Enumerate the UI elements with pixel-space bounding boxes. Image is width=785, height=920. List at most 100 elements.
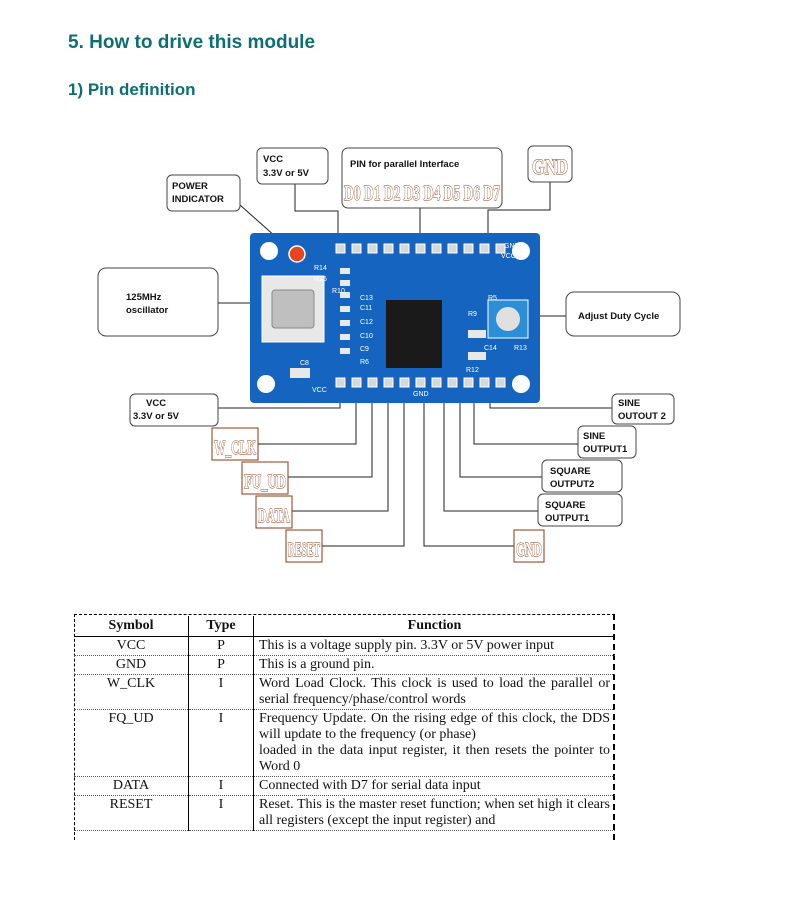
header-pin [368, 244, 377, 253]
header-pin [480, 378, 489, 387]
header-pin [464, 244, 473, 253]
header-pin [384, 244, 393, 253]
label-gnd-top: GND [532, 154, 568, 179]
label-osc-2: oscillator [126, 305, 169, 316]
pcb-silkscreen-label: GND [504, 243, 520, 250]
table-header-row: Symbol Type Function [74, 616, 615, 637]
pcb-silkscreen-label: C9 [360, 346, 369, 353]
pcb-silkscreen-label: R10 [332, 288, 345, 295]
label-w-clk: W_CLK [214, 437, 256, 459]
header-function: Function [254, 616, 616, 637]
header-pin [480, 244, 489, 253]
cell-function: This is a voltage supply pin. 3.3V or 5V… [254, 637, 616, 656]
power-led [289, 246, 305, 262]
header-pin [464, 378, 473, 387]
label-sine1-2: OUTPUT1 [583, 444, 628, 455]
pcb-silkscreen-label: C8 [300, 360, 309, 367]
table-row: VCC P This is a voltage supply pin. 3.3V… [74, 637, 615, 656]
cell-symbol: DATA [74, 777, 189, 796]
label-square2-1: SQUARE [550, 466, 591, 477]
label-vcc-top-2: 3.3V or 5V [263, 168, 310, 179]
label-vcc-top-1: VCC [263, 154, 283, 165]
label-square2-2: OUTPUT2 [550, 479, 594, 490]
label-vcc-left-1: VCC [146, 398, 166, 409]
header-pin [352, 378, 361, 387]
dds-chip [386, 300, 442, 368]
pcb-silkscreen-label: R13 [514, 345, 527, 352]
pcb-silkscreen-label: R9 [468, 311, 477, 318]
pin-diagram: R14R15R10C13C11C12C10C9R6C8VCCGNDR9C14R1… [0, 0, 785, 600]
cell-symbol: W_CLK [74, 675, 189, 710]
header-pin [496, 378, 505, 387]
pcb-silkscreen-label: R12 [466, 367, 479, 374]
header-pin [448, 378, 457, 387]
cell-type: P [189, 637, 254, 656]
cell-function: Connected with D7 for serial data input [254, 777, 616, 796]
table-row: GND P This is a ground pin. [74, 656, 615, 675]
header-pin [448, 244, 457, 253]
header-pin [416, 244, 425, 253]
label-fq-ud: FU_UD [244, 471, 286, 493]
header-pin [432, 244, 441, 253]
header-symbol: Symbol [74, 616, 189, 637]
header-pin [400, 244, 409, 253]
cell-type: I [189, 710, 254, 777]
cell-type: I [189, 777, 254, 796]
bottom-header-pins [336, 378, 505, 387]
pcb-silkscreen-label: C12 [360, 319, 373, 326]
pcb-silkscreen-label: R14 [314, 265, 327, 272]
table-row: RESET I Reset. This is the master reset … [74, 796, 615, 831]
label-reset: RESET [288, 539, 320, 561]
header-pin [352, 244, 361, 253]
header-pin [400, 378, 409, 387]
cell-symbol: GND [74, 656, 189, 675]
cell-function: Reset. This is the master reset function… [254, 796, 616, 831]
header-pin [336, 378, 345, 387]
table-row: FQ_UD I Frequency Update. On the rising … [74, 710, 615, 777]
header-pin [368, 378, 377, 387]
cell-type: I [189, 675, 254, 710]
pcb-silkscreen-label: VCC [312, 387, 327, 394]
pcb-silkscreen-label: C13 [360, 295, 373, 302]
label-data: DATA [258, 505, 290, 527]
cell-symbol: RESET [74, 796, 189, 831]
label-power-1: POWER [172, 181, 208, 192]
table-row: W_CLK I Word Load Clock. This clock is u… [74, 675, 615, 710]
pcb-silkscreen-label: R5 [488, 295, 497, 302]
pcb-silkscreen-label: C10 [360, 333, 373, 340]
header-type: Type [189, 616, 254, 637]
label-gnd-bottom: GND [516, 539, 542, 561]
header-pin [432, 378, 441, 387]
label-vcc-left-2: 3.3V or 5V [133, 411, 180, 422]
label-sine1-1: SINE [583, 431, 605, 442]
label-sine2-1: SINE [618, 398, 640, 409]
cell-symbol: VCC [74, 637, 189, 656]
label-power-2: INDICATOR [172, 194, 224, 205]
cell-type: P [189, 656, 254, 675]
cell-function: This is a ground pin. [254, 656, 616, 675]
header-pin [416, 378, 425, 387]
label-osc-1: 125MHz [126, 292, 162, 303]
table-row: DATA I Connected with D7 for serial data… [74, 777, 615, 796]
label-square1-2: OUTPUT1 [545, 513, 590, 524]
pcb-silkscreen-label: R6 [360, 359, 369, 366]
label-square1-1: SQUARE [545, 500, 586, 511]
top-header-pins [336, 244, 505, 253]
cell-function: Word Load Clock. This clock is used to l… [254, 675, 616, 710]
header-pin [384, 378, 393, 387]
cell-symbol: FQ_UD [74, 710, 189, 777]
pcb-silkscreen-label: R15 [314, 276, 327, 283]
label-sine2-2: OUTOUT 2 [618, 411, 666, 422]
label-adjust: Adjust Duty Cycle [578, 311, 659, 322]
pcb-silkscreen-label: C14 [484, 345, 497, 352]
pcb-silkscreen-label: GND [413, 391, 429, 398]
pcb-silkscreen-label: C11 [360, 305, 372, 312]
label-parallel: PIN for parallel Interface [350, 159, 459, 170]
cell-type: I [189, 796, 254, 831]
function-line-1: Frequency Update. On the rising edge of … [259, 711, 610, 742]
pcb-silkscreen-label: VCC [501, 253, 516, 260]
function-line-2: loaded in the data input register, it th… [259, 743, 610, 774]
pin-definition-table: Symbol Type Function VCC P This is a vol… [74, 616, 615, 831]
label-data-pins: D0 D1 D2 D3 D4 D5 D6 D7 [344, 181, 500, 205]
header-pin [336, 244, 345, 253]
